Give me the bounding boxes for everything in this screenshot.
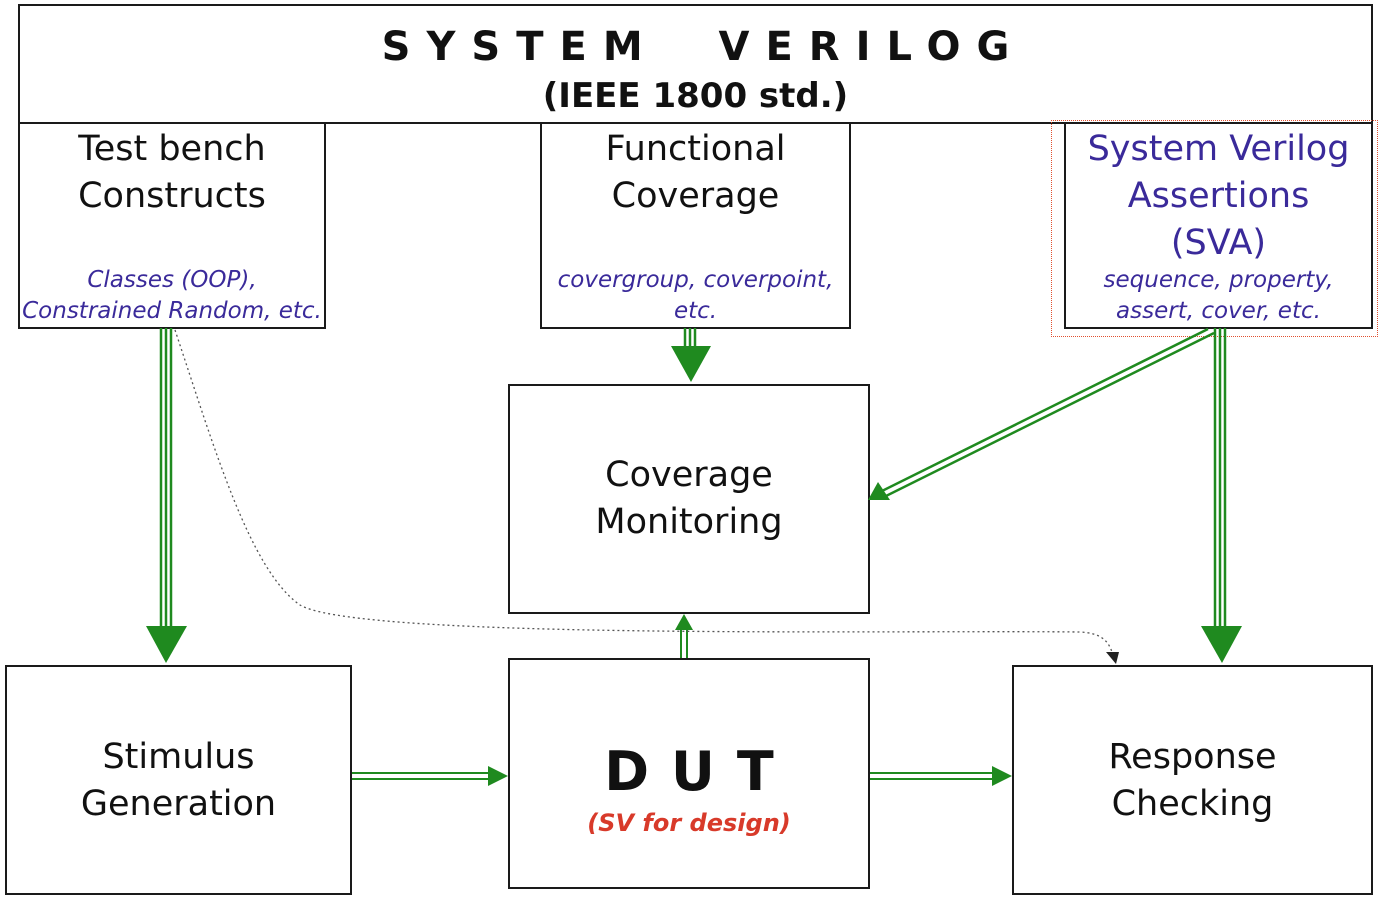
- sva-title-line1: System Verilog: [1087, 129, 1350, 169]
- testbench-sub-line2: Constrained Random, etc.: [22, 298, 322, 324]
- testbench-box: Test bench Constructs Classes (OOP), Con…: [18, 122, 326, 329]
- arrowhead-response-top: [1201, 626, 1242, 663]
- response-line1: Response: [1108, 737, 1277, 777]
- monitor-line2: Monitoring: [595, 502, 783, 542]
- stimulus-line1: Stimulus: [102, 737, 255, 777]
- stimulus-line2: Generation: [80, 784, 277, 824]
- arrow-sva-to-response: [1213, 328, 1227, 630]
- testbench-title-line2: Constructs: [78, 176, 266, 216]
- sva-title-line3: (SVA): [1170, 223, 1267, 263]
- sva-box: System Verilog Assertions (SVA) sequence…: [1064, 122, 1373, 329]
- testbench-sub-line1: Classes (OOP),: [87, 267, 257, 293]
- dut-box: DUT (SV for design): [508, 658, 870, 889]
- monitor-line1: Coverage: [605, 455, 773, 495]
- arrow-dut-to-response: [870, 772, 996, 780]
- dut-subtitle: (SV for design): [587, 809, 791, 837]
- sva-sub-line1: sequence, property,: [1103, 267, 1334, 293]
- arrowhead-response-left: [992, 766, 1012, 786]
- arrow-sva-to-monitor: [879, 327, 1215, 499]
- arrowhead-monitor-top: [671, 346, 711, 382]
- coverage-sub-line2: etc.: [673, 298, 718, 324]
- arrow-testbench-to-stimulus: [159, 328, 173, 630]
- testbench-title-line1: Test bench: [78, 129, 266, 169]
- dut-title: DUT: [604, 740, 796, 803]
- header-title: SYSTEM VERILOG: [381, 24, 1026, 70]
- arrowhead-monitor-bottom: [675, 614, 693, 630]
- coverage-title-line2: Coverage: [611, 176, 780, 216]
- arrowhead-monitor-right: [868, 482, 890, 500]
- response-line2: Checking: [1111, 784, 1274, 824]
- coverage-sub-line1: covergroup, coverpoint,: [557, 267, 834, 293]
- header-subtitle: (IEEE 1800 std.): [542, 76, 849, 116]
- arrow-stimulus-to-dut: [352, 772, 492, 780]
- arrowhead-stimulus: [146, 626, 187, 663]
- arrowhead-dotted: [1106, 652, 1119, 664]
- arrow-dut-to-monitor: [680, 628, 688, 658]
- sva-sub-line2: assert, cover, etc.: [1116, 298, 1321, 324]
- header-box: SYSTEM VERILOG (IEEE 1800 std.): [18, 4, 1373, 124]
- stimulus-generation-box: Stimulus Generation: [5, 665, 352, 895]
- functional-coverage-box: Functional Coverage covergroup, coverpoi…: [540, 122, 851, 329]
- arrowhead-dut-left: [488, 766, 508, 786]
- sva-title-line2: Assertions: [1127, 176, 1310, 216]
- response-checking-box: Response Checking: [1012, 665, 1373, 895]
- coverage-title-line1: Functional: [605, 129, 786, 169]
- dotted-curve-testbench-to-response: [174, 329, 1113, 653]
